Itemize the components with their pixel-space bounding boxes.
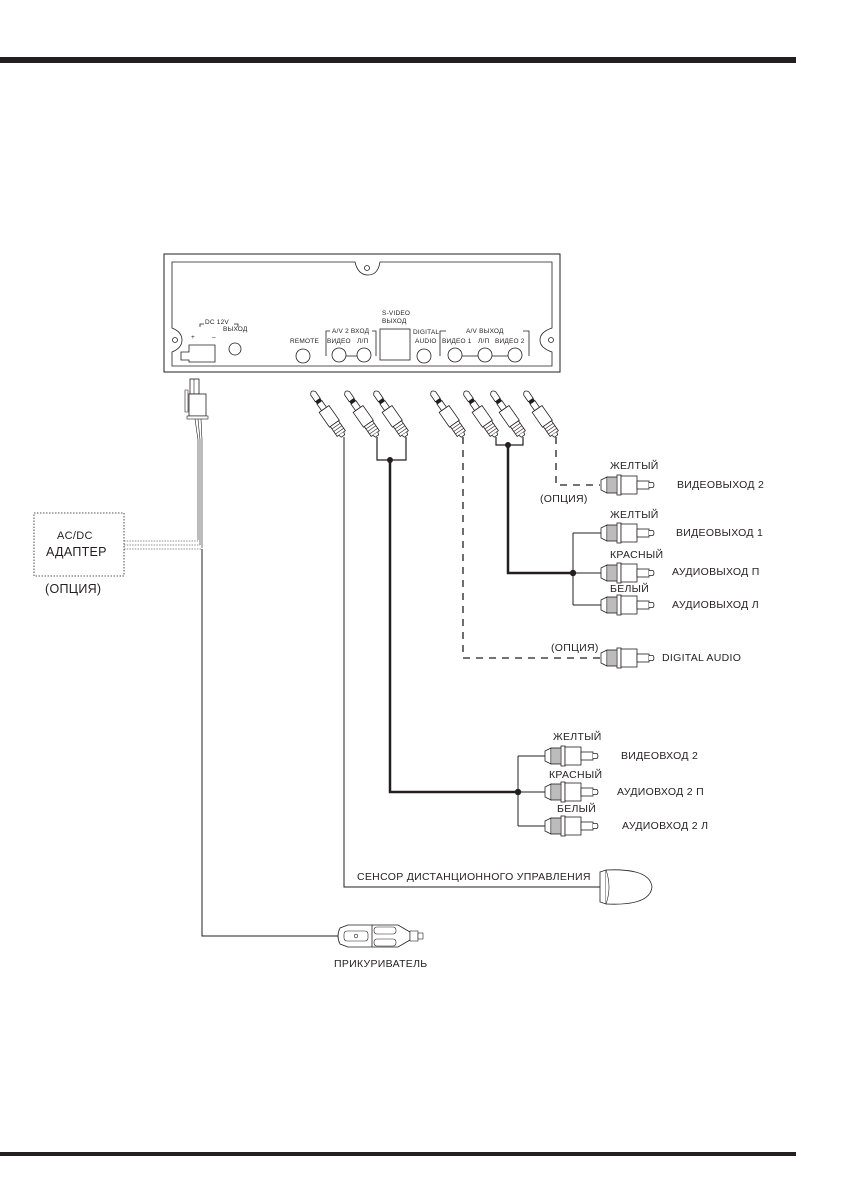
av-out-video1-jack [447, 347, 463, 363]
av-out-lr-label: Л/П [478, 338, 490, 345]
s-video-out-label: ВЫХОД [382, 318, 407, 325]
digital-audio-label: DIGITAL AUDIO [662, 652, 742, 664]
ac-dc-adapter-box [33, 512, 125, 577]
remote-sensor-icon [599, 869, 653, 905]
av-out-lr-jack [477, 347, 493, 363]
rca-plugs-input [544, 745, 599, 837]
dc-power-connector [180, 344, 216, 363]
screw-hole-icon [548, 337, 554, 343]
device-back-panel [163, 253, 561, 373]
input-color-2: БЕЛЫЙ [557, 803, 597, 815]
screw-hole-icon [364, 265, 370, 271]
dc-out-label: ВЫХОД [223, 326, 248, 333]
av2-lr-label: Л/П [357, 338, 369, 345]
output-color-0: ЖЕЛТЫЙ [610, 460, 659, 472]
adapter-line1: AC/DC [57, 530, 93, 542]
digital-label: DIGITAL [413, 329, 440, 336]
av2-video-label: ВИДЕО [327, 338, 351, 345]
digital-audio-option: (ОПЦИЯ) [551, 642, 599, 654]
s-video-port [379, 328, 411, 361]
output-color-3: БЕЛЫЙ [610, 583, 650, 595]
cigarette-lighter-icon [337, 924, 424, 948]
jack-plugs [306, 387, 562, 440]
input-label-0: ВИДЕОВХОД 2 [621, 750, 699, 762]
cigarette-lighter-label: ПРИКУРИВАТЕЛЬ [334, 958, 428, 970]
output-color-1: ЖЕЛТЫЙ [610, 509, 659, 521]
output-label-0: ВИДЕОВЫХОД 2 [677, 479, 765, 491]
output-label-3: АУДИОВЫХОД Л [672, 599, 759, 611]
input-color-1: КРАСНЫЙ [549, 769, 603, 781]
output-color-2: КРАСНЫЙ [610, 549, 664, 561]
av-out-video2-label: ВИДЕО 2 [495, 338, 525, 345]
top-rule [0, 57, 796, 63]
remote-jack [295, 348, 311, 364]
av-out-video1-label: ВИДЕО 1 [442, 338, 472, 345]
adapter-line2: АДАПТЕР [46, 545, 107, 559]
output-label-1: ВИДЕОВЫХОД 1 [676, 527, 764, 539]
dc-12v-label: DC 12V [205, 319, 229, 326]
output-option-0: (ОПЦИЯ) [540, 493, 588, 505]
av2-lr-jack [356, 347, 372, 363]
remote-label: REMOTE [290, 338, 320, 345]
av2-video-jack [331, 347, 347, 363]
rca-plugs-output [600, 474, 655, 669]
digital-audio-jack [416, 348, 432, 364]
s-video-label: S-VIDEO [382, 310, 411, 317]
power-plug [184, 378, 209, 548]
input-label-1: АУДИОВХОД 2 П [617, 786, 704, 798]
input-label-2: АУДИОВХОД 2 Л [622, 820, 709, 832]
av2-in-label: A/V 2 ВХОД [332, 328, 370, 335]
input-color-0: ЖЕЛТЫЙ [553, 731, 602, 743]
dc-out-jack [228, 342, 242, 356]
av-out-video2-jack [507, 347, 523, 363]
output-label-2: АУДИОВЫХОД П [672, 566, 760, 578]
remote-sensor-label: СЕНСОР ДИСТАНЦИОННОГО УПРАВЛЕНИЯ [357, 871, 591, 883]
dc-plus-label: + [191, 334, 195, 341]
screw-hole-icon [172, 337, 178, 343]
audio-label: AUDIO [415, 338, 437, 345]
dc-minus-label: – [212, 334, 216, 341]
bottom-rule [0, 1152, 796, 1156]
av-out-label: A/V ВЫХОД [466, 328, 504, 335]
adapter-option: (ОПЦИЯ) [45, 582, 102, 596]
